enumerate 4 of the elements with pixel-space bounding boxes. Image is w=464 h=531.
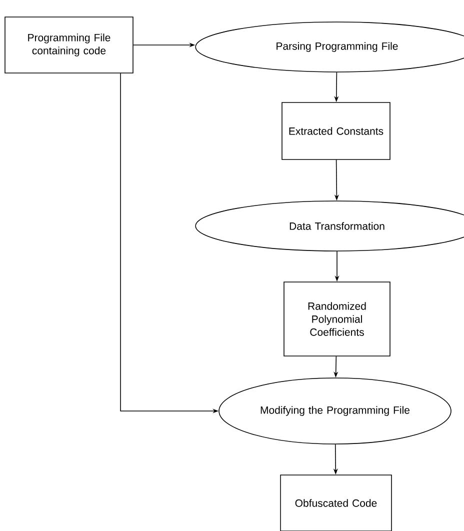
- process-box: Obfuscated Code: [280, 474, 392, 531]
- process-box: Extracted Constants: [282, 102, 390, 160]
- process-box: Randomized Polynomial Coefficients: [284, 282, 390, 356]
- process-box: Programming File containing code: [4, 16, 134, 74]
